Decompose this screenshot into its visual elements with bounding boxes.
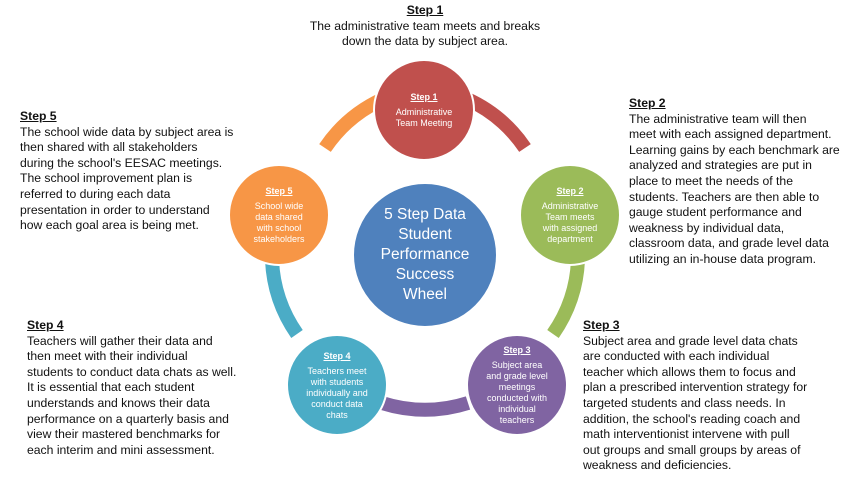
step3-description-block: Step 3 Subject area and grade level data… — [583, 318, 833, 474]
node-step2-text: Administrative Team meets with assigned … — [541, 201, 599, 244]
node-step1: Step 1 Administrative Team Meeting — [375, 63, 473, 158]
step4-description-block: Step 4 Teachers will gather their data a… — [27, 318, 257, 458]
node-step5-text: School wide data shared with school stak… — [253, 201, 305, 244]
node-circle-step5 — [228, 164, 330, 266]
step4-heading: Step 4 — [27, 318, 64, 332]
arc-step4-to-step5 — [265, 259, 303, 338]
node-circle-step1 — [373, 59, 475, 161]
step2-description: The administrative team will then meet w… — [629, 111, 840, 266]
node-step1-text: Administrative Team Meeting — [395, 107, 453, 128]
step5-heading: Step 5 — [20, 109, 57, 123]
node-step2-label: Step 2 — [556, 186, 584, 196]
arc-step1-to-step2 — [463, 92, 531, 153]
step5-description: The school wide data by subject area is … — [20, 124, 234, 233]
node-step4-label: Step 4 — [323, 350, 351, 361]
node-step2: Step 2 Administrative Team meets with as… — [518, 168, 622, 263]
node-step5: Step 5 School wide data shared with scho… — [229, 168, 329, 263]
arc-step3-to-step4 — [379, 396, 471, 417]
node-step1-label: Step 1 — [410, 92, 438, 102]
arc-step2-to-step3 — [547, 259, 585, 338]
center-hub-circle — [352, 182, 498, 328]
node-step5-label: Step 5 — [265, 186, 293, 196]
step5-description-block: Step 5 The school wide data by subject a… — [20, 109, 245, 234]
step1-heading: Step 1 — [406, 3, 444, 17]
step2-description-block: Step 2 The administrative team will then… — [629, 96, 849, 268]
step3-heading: Step 3 — [583, 318, 620, 332]
step1-description: The administrative team meets and breaks… — [309, 18, 541, 49]
node-step3-label: Step 3 — [503, 345, 531, 355]
step3-description: Subject area and grade level data chats … — [583, 333, 808, 473]
center-hub-title: 5 Step Data Student Performance Success … — [380, 206, 470, 303]
node-circle-step3 — [466, 334, 568, 436]
node-circle-step4 — [286, 334, 388, 436]
node-step3: Step 3 Subject area and grade level meet… — [469, 336, 565, 435]
step2-heading: Step 2 — [629, 96, 666, 110]
node-circle-step2 — [519, 164, 621, 266]
node-step3-text: Subject area and grade level meetings co… — [486, 360, 548, 425]
step1-description-block: Step 1 The administrative team meets and… — [300, 3, 550, 50]
node-step4: Step 4 Teachers meet with students indiv… — [288, 336, 386, 435]
step4-description: Teachers will gather their data and then… — [27, 333, 237, 457]
node-step4-text: Teachers meet with students individually… — [306, 365, 368, 420]
